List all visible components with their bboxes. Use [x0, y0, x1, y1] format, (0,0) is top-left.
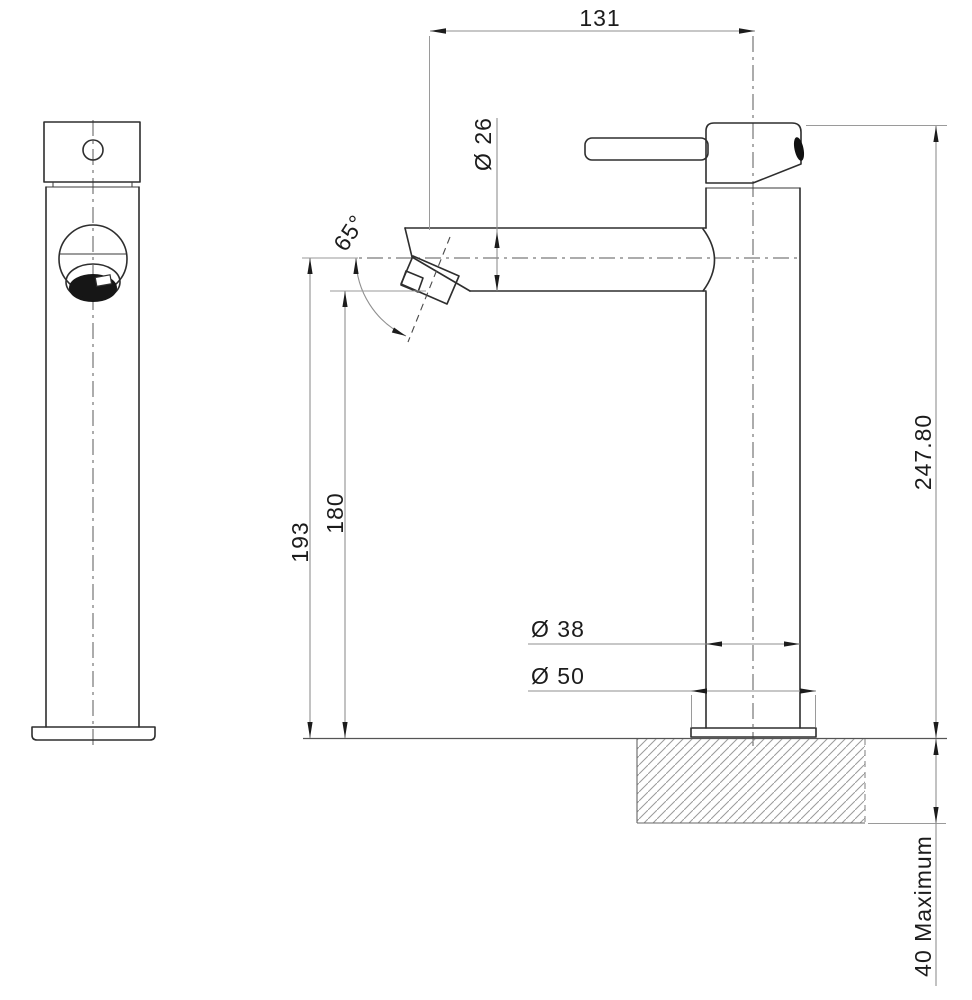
dim-height-180: 180 — [322, 290, 426, 738]
dim-26-arrow-down — [494, 275, 500, 291]
dim-40-arrow-top — [933, 739, 939, 755]
front-cap-joint-ticks — [52, 182, 133, 187]
dim-40-label: 40 Maximum — [910, 835, 936, 977]
dim-247-label: 247.80 — [910, 414, 936, 490]
side-aerator-collar — [400, 270, 424, 293]
dim-26-label: Ø 26 — [470, 117, 496, 171]
dim-131-arrow-left — [430, 28, 446, 34]
dim-spout-reach: 131 — [429, 5, 755, 230]
dim-overall-height: 247.80 — [806, 125, 947, 738]
side-spout-column-fillet — [702, 228, 716, 292]
front-view — [31, 120, 156, 746]
side-head — [705, 122, 802, 184]
dim-180-arrow-bottom — [342, 722, 348, 738]
dim-spout-diameter: Ø 26 — [470, 117, 500, 291]
dim-65-label: 65° — [328, 210, 370, 256]
side-head-pin — [793, 137, 805, 161]
side-spout-end-cut — [404, 227, 471, 292]
dim-spout-angle: 65° — [328, 210, 407, 337]
dim-50-arrow-right — [800, 688, 816, 694]
dim-193-arrow-top — [307, 258, 313, 274]
side-handle-lever — [584, 137, 709, 161]
front-cap — [43, 121, 141, 183]
dim-50-arrow-left — [691, 688, 707, 694]
side-spout — [404, 227, 707, 292]
dim-50-label: Ø 50 — [531, 663, 585, 689]
dim-height-193: 193 — [287, 257, 358, 738]
side-base-flange — [690, 727, 817, 738]
dim-body-diameter: Ø 38 — [528, 616, 800, 647]
dim-50-extensions — [691, 695, 816, 727]
dim-65-arc — [355, 257, 407, 337]
dim-193-label: 193 — [287, 521, 313, 562]
dim-38-arrow-left — [706, 641, 722, 647]
benchtop-edges — [636, 739, 865, 824]
side-aerator-axis — [407, 236, 451, 343]
dim-38-arrow-right — [784, 641, 800, 647]
dim-247-arrow-top — [933, 126, 939, 142]
side-view — [303, 36, 947, 824]
front-aerator-notch — [94, 274, 113, 288]
dim-180-label: 180 — [322, 492, 348, 533]
dim-26-arrow-up — [494, 232, 500, 248]
dim-131-label: 131 — [579, 5, 620, 31]
dim-247-arrow-bottom — [933, 722, 939, 738]
dim-180-arrow-top — [342, 291, 348, 307]
dim-mounting-thickness: 40 Maximum — [868, 739, 946, 986]
dim-base-diameter: Ø 50 — [528, 663, 816, 727]
front-body — [45, 186, 140, 728]
dim-65-arrow-top — [353, 258, 359, 274]
dimensions: 131 Ø 26 65° 193 — [287, 5, 947, 986]
dim-38-label: Ø 38 — [531, 616, 585, 642]
dim-193-arrow-bottom — [307, 722, 313, 738]
dim-65-arrow-bottom — [391, 327, 406, 336]
front-base-flange — [31, 726, 156, 741]
side-column — [705, 187, 801, 729]
dim-131-arrow-right — [739, 28, 755, 34]
front-cap-screw — [82, 139, 104, 161]
dim-40-arrow-bottom — [933, 807, 939, 823]
benchtop-hatch — [637, 739, 865, 823]
